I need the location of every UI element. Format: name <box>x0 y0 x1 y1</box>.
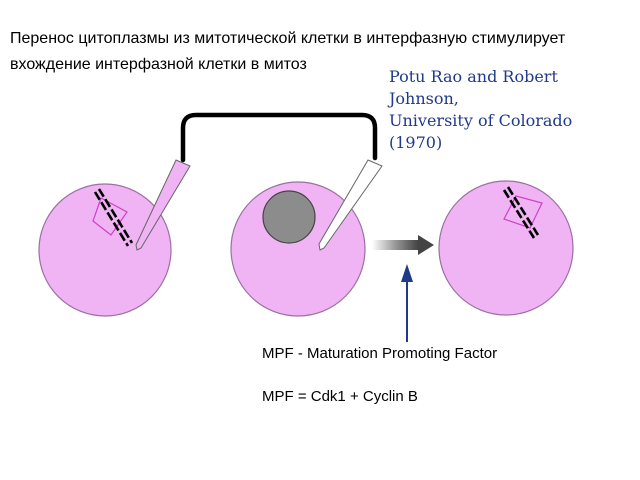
arrow-right-icon <box>372 235 434 255</box>
credit-line-2: Johnson, <box>389 89 459 108</box>
mitotic-cell <box>38 183 172 317</box>
cell-membrane <box>38 183 172 317</box>
title-line-1: Перенос цитоплазмы из митотической клетк… <box>10 30 566 47</box>
arrow-up-icon <box>401 264 413 342</box>
mpf-formula: MPF = Cdk1 + Cyclin B <box>262 388 418 405</box>
credit-block: Potu Rao and Robert Johnson, University … <box>389 66 639 154</box>
spindle-icon <box>502 186 543 239</box>
nucleus-icon <box>262 190 316 244</box>
transfer-tube <box>180 112 378 163</box>
page-title: Перенос цитоплазмы из митотической клетк… <box>10 26 635 78</box>
cell-membrane <box>438 180 574 316</box>
credit-line-1: Potu Rao and Robert <box>389 67 558 86</box>
title-line-2: вхождение интерфазной клетки в митоз <box>10 56 307 73</box>
credit-line-4: (1970) <box>389 133 443 152</box>
pipette-2 <box>318 159 383 251</box>
credit-line-3: University of Colorado <box>389 111 573 130</box>
pipette-1 <box>135 159 191 251</box>
interphase-cell <box>230 181 366 317</box>
spindle-icon <box>92 188 134 247</box>
result-cell <box>438 180 574 316</box>
mpf-definition: MPF - Maturation Promoting Factor <box>262 345 498 362</box>
